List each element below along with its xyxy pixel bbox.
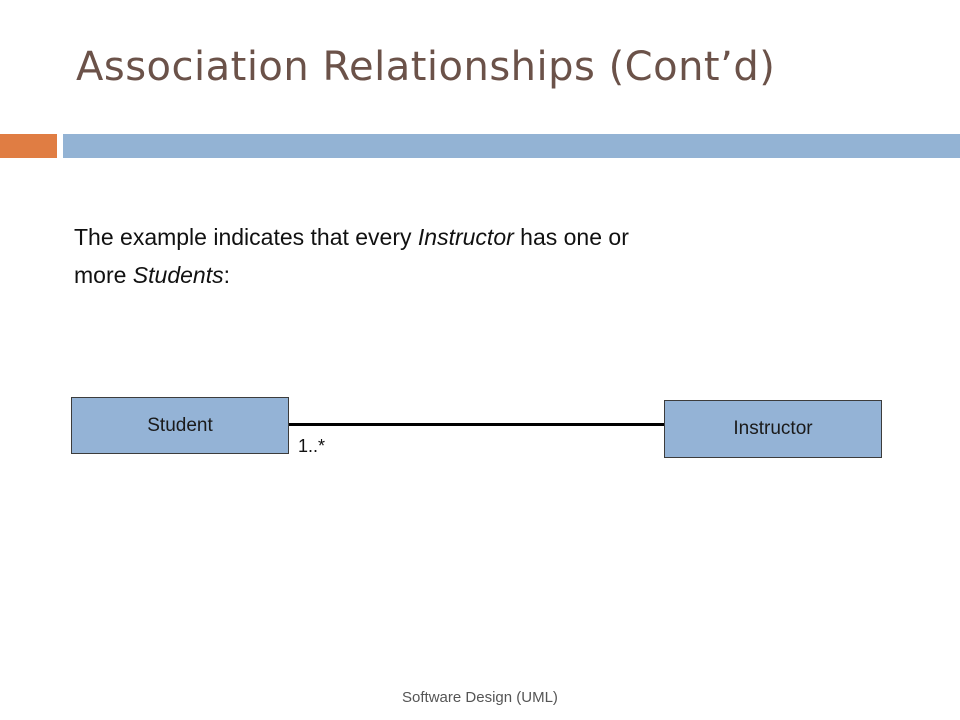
body-text-part4: : bbox=[223, 262, 230, 288]
body-text-part1: The example indicates that every bbox=[74, 224, 418, 250]
title-accent-bar bbox=[0, 134, 57, 158]
slide-footer: Software Design (UML) bbox=[402, 689, 558, 706]
student-class-box: Student bbox=[71, 397, 289, 454]
instructor-class-box: Instructor bbox=[664, 400, 882, 458]
multiplicity-label: 1..* bbox=[298, 436, 326, 456]
body-instructor-word: Instructor bbox=[417, 224, 514, 250]
body-text-part3: more bbox=[74, 262, 133, 288]
body-text-part2: has one or bbox=[513, 224, 629, 250]
instructor-class-label: Instructor bbox=[733, 418, 813, 439]
association-line bbox=[289, 423, 664, 426]
body-students-word: Students bbox=[132, 262, 224, 288]
slide-title: Association Relationships (Cont’d) bbox=[76, 44, 776, 90]
slide-body-text: The example indicates that every Instruc… bbox=[74, 218, 874, 294]
student-class-label: Student bbox=[147, 414, 213, 436]
title-divider-bar bbox=[63, 134, 960, 158]
